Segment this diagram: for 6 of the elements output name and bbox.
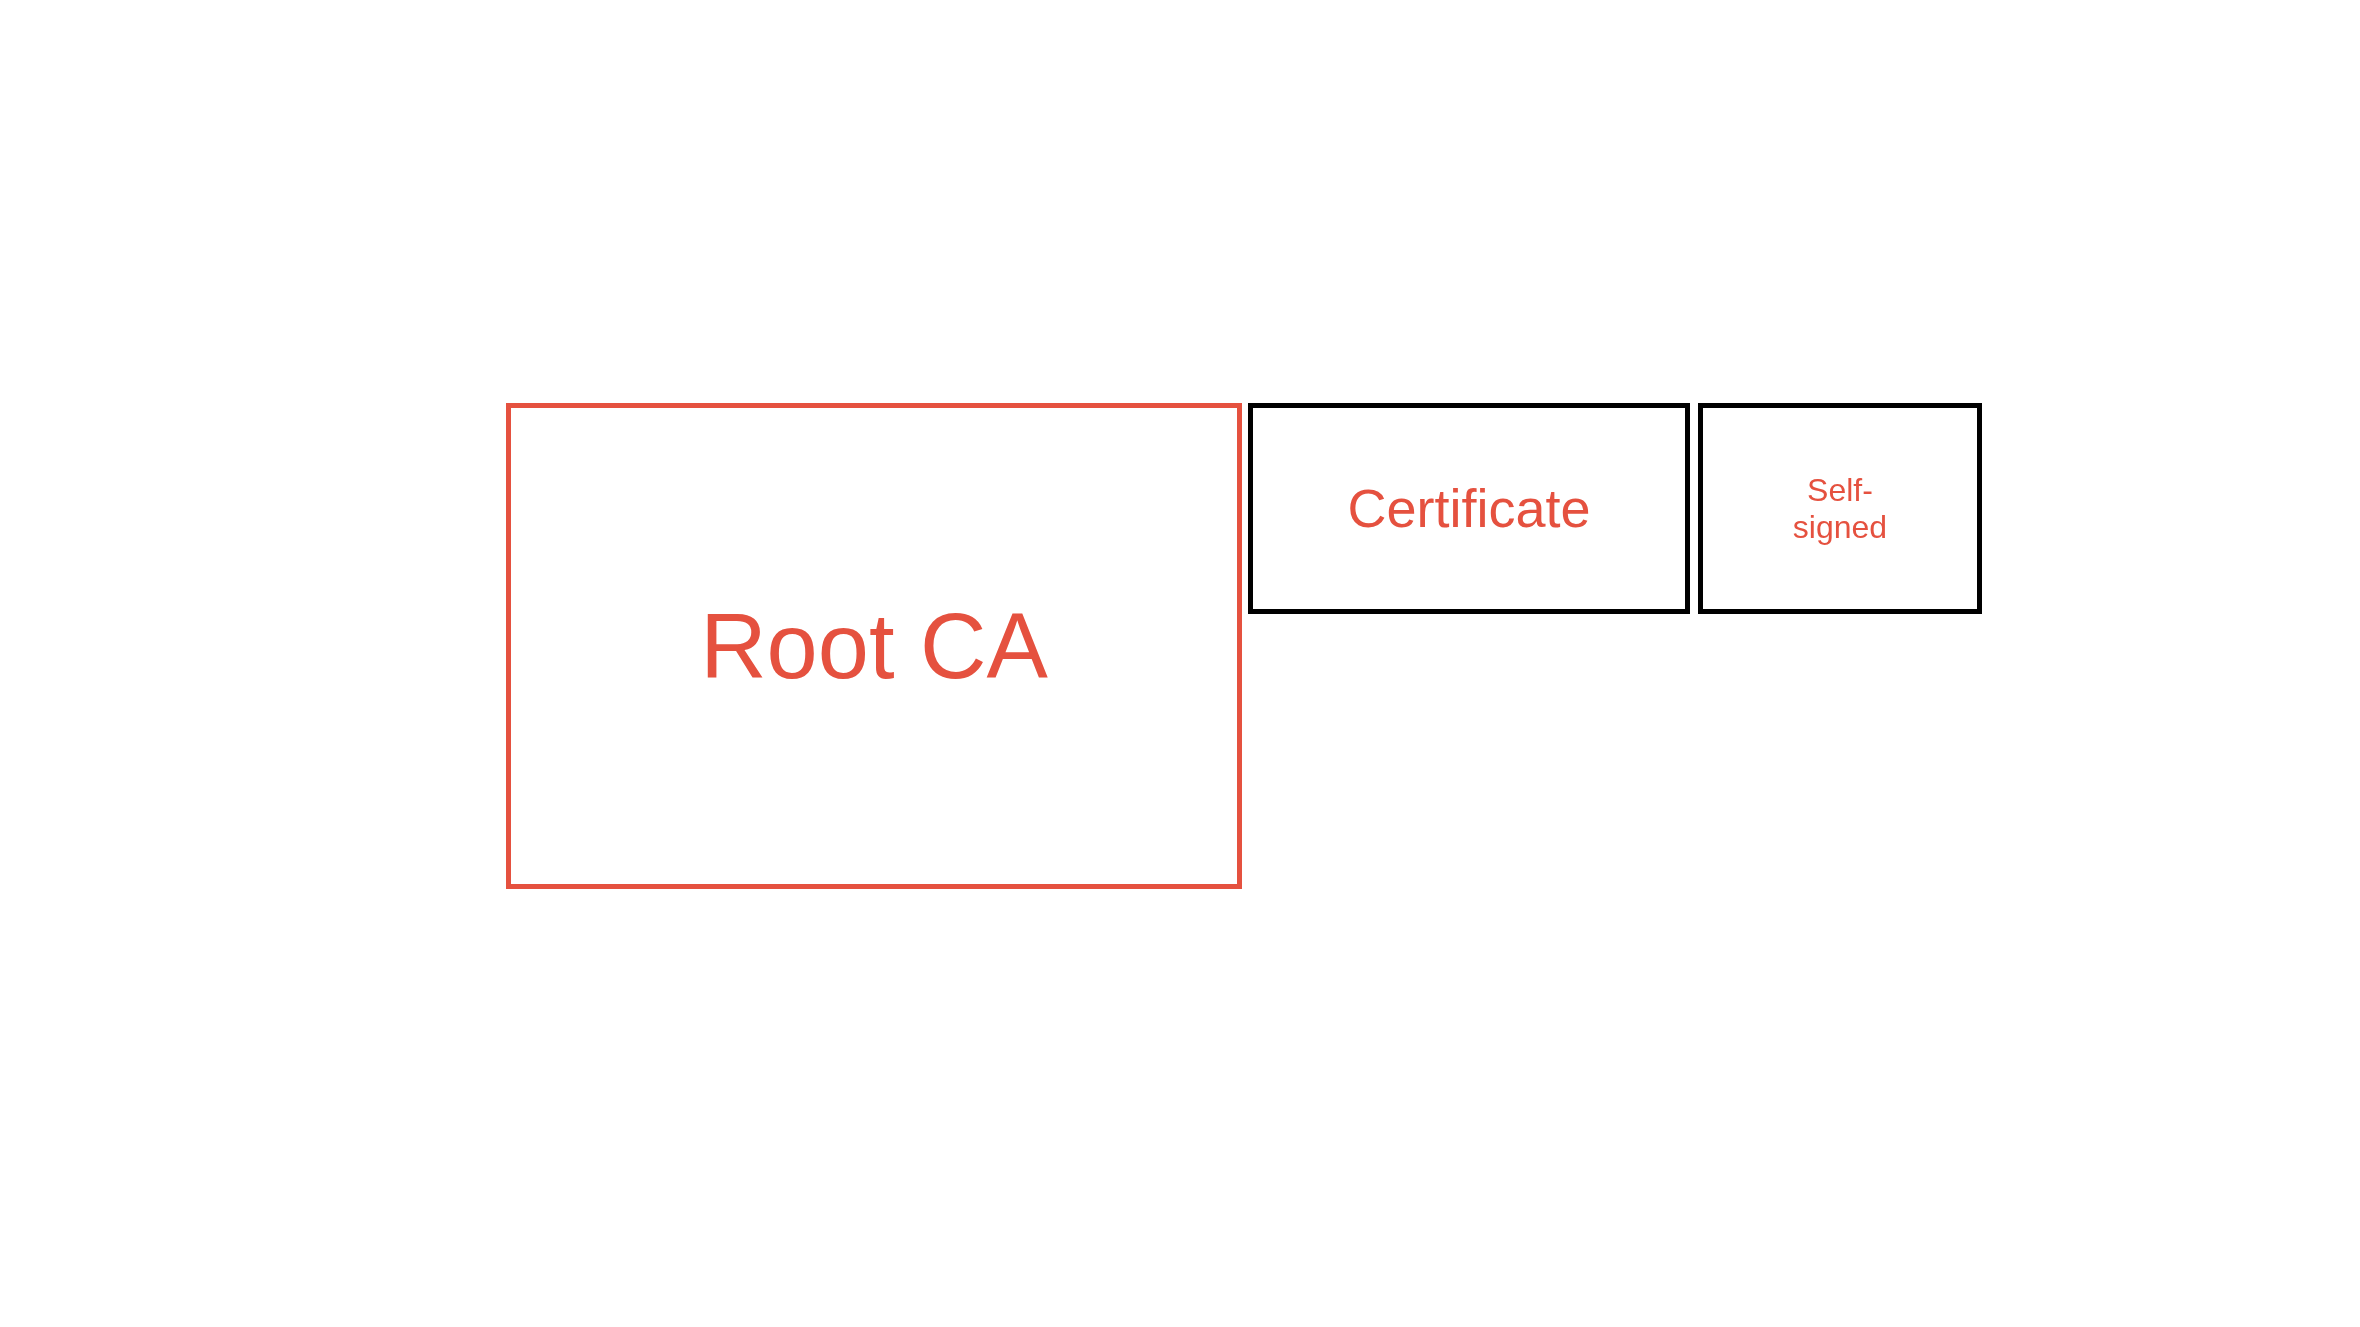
certificate-box	[1248, 403, 1690, 614]
root-ca-box	[506, 403, 1242, 889]
box-label: Self-signed	[1791, 471, 1889, 546]
note-box	[1698, 403, 1982, 614]
box-label: Certificate	[1347, 477, 1591, 540]
box-label: Root CA	[700, 594, 1048, 699]
